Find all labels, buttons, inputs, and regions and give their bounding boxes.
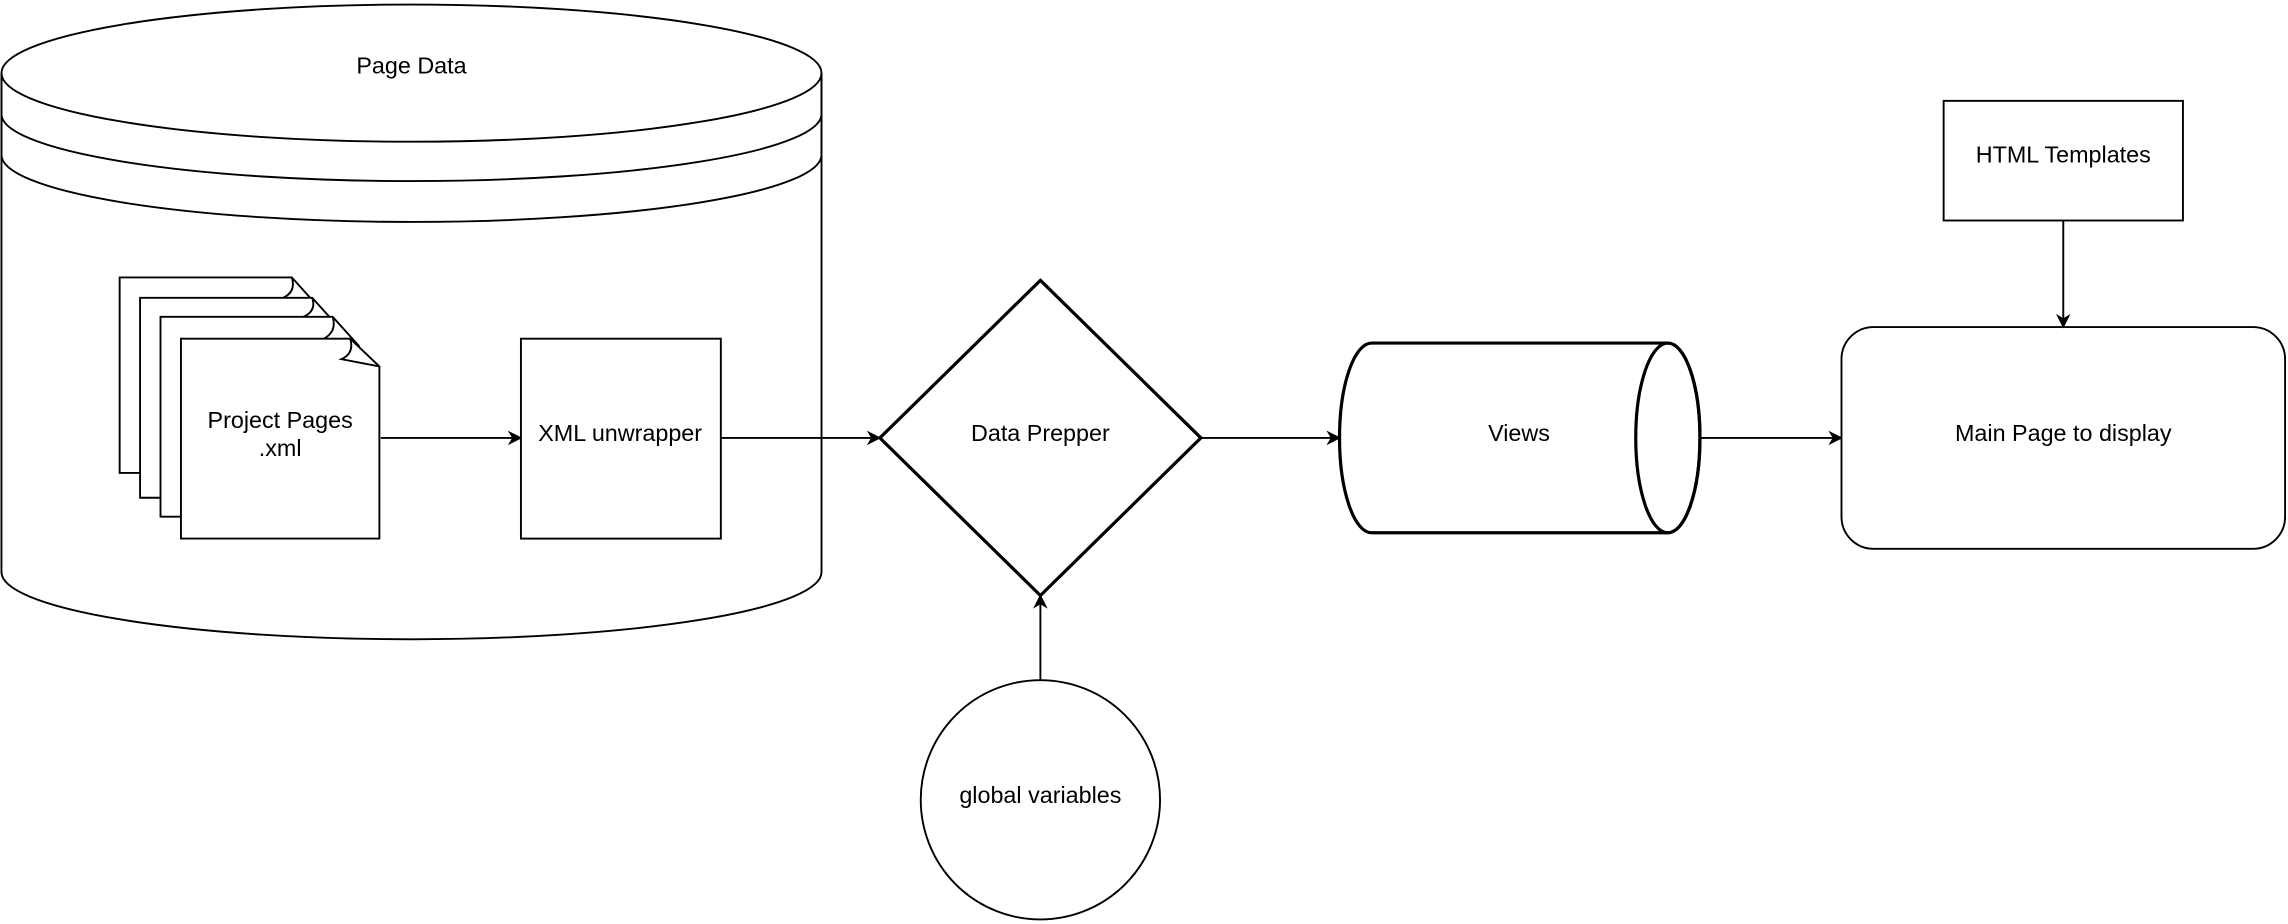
project-pages-label-line1: Project Pages — [208, 407, 353, 433]
main-page-label: Main Page to display — [1955, 420, 2172, 446]
project-pages-documents[interactable]: Project Pages .xml — [118, 276, 381, 540]
xml-unwrapper-box[interactable]: XML unwrapper — [519, 337, 722, 540]
xml-unwrapper-label: XML unwrapper — [538, 420, 702, 446]
html-templates-box[interactable]: HTML Templates — [1942, 99, 2184, 222]
views-label: Views — [1488, 420, 1550, 446]
data-prepper-diamond[interactable]: Data Prepper — [877, 278, 1204, 598]
global-variables-label: global variables — [959, 782, 1121, 808]
html-templates-label: HTML Templates — [1976, 141, 2151, 167]
project-pages-label-line2: .xml — [259, 435, 302, 461]
main-page-box[interactable]: Main Page to display — [1840, 326, 2287, 550]
views-cylinder[interactable]: Views — [1337, 341, 1702, 535]
page-data-label: Page Data — [356, 52, 466, 78]
data-prepper-label: Data Prepper — [971, 420, 1110, 446]
global-variables-circle[interactable]: global variables — [919, 679, 1161, 921]
